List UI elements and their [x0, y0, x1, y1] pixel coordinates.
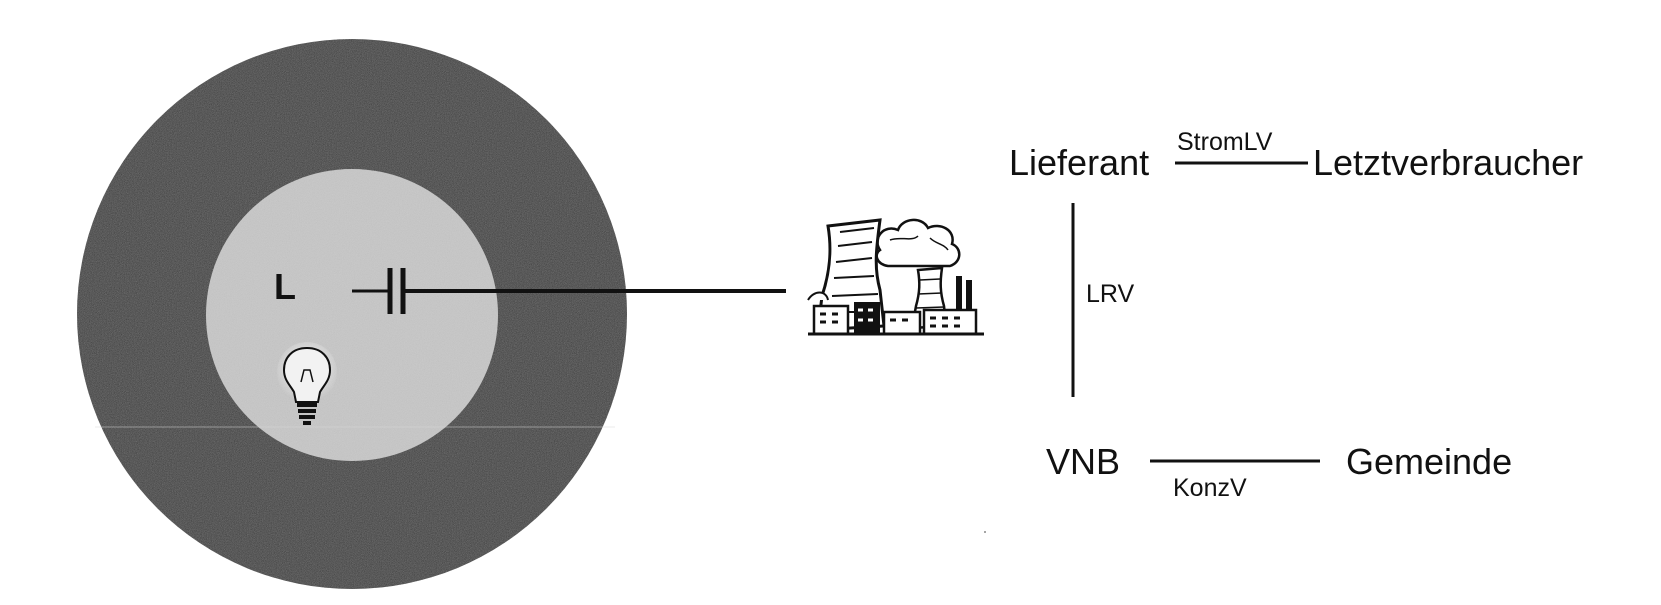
municipality-label: Gemeinde: [1346, 441, 1513, 482]
inner-circle: [206, 169, 498, 461]
stromlv-label: StromLV: [1177, 128, 1273, 156]
konzv-label: KonzV: [1173, 474, 1247, 502]
supplier-label: Lieferant: [1009, 142, 1150, 183]
circle-label: L: [274, 266, 296, 307]
vnb-label: VNB: [1046, 441, 1121, 482]
light-bulb-icon: [277, 342, 337, 425]
end-consumer-label: Letztverbraucher: [1313, 142, 1584, 183]
power-plant-icon: [807, 218, 984, 336]
lrv-label: LRV: [1086, 280, 1135, 308]
